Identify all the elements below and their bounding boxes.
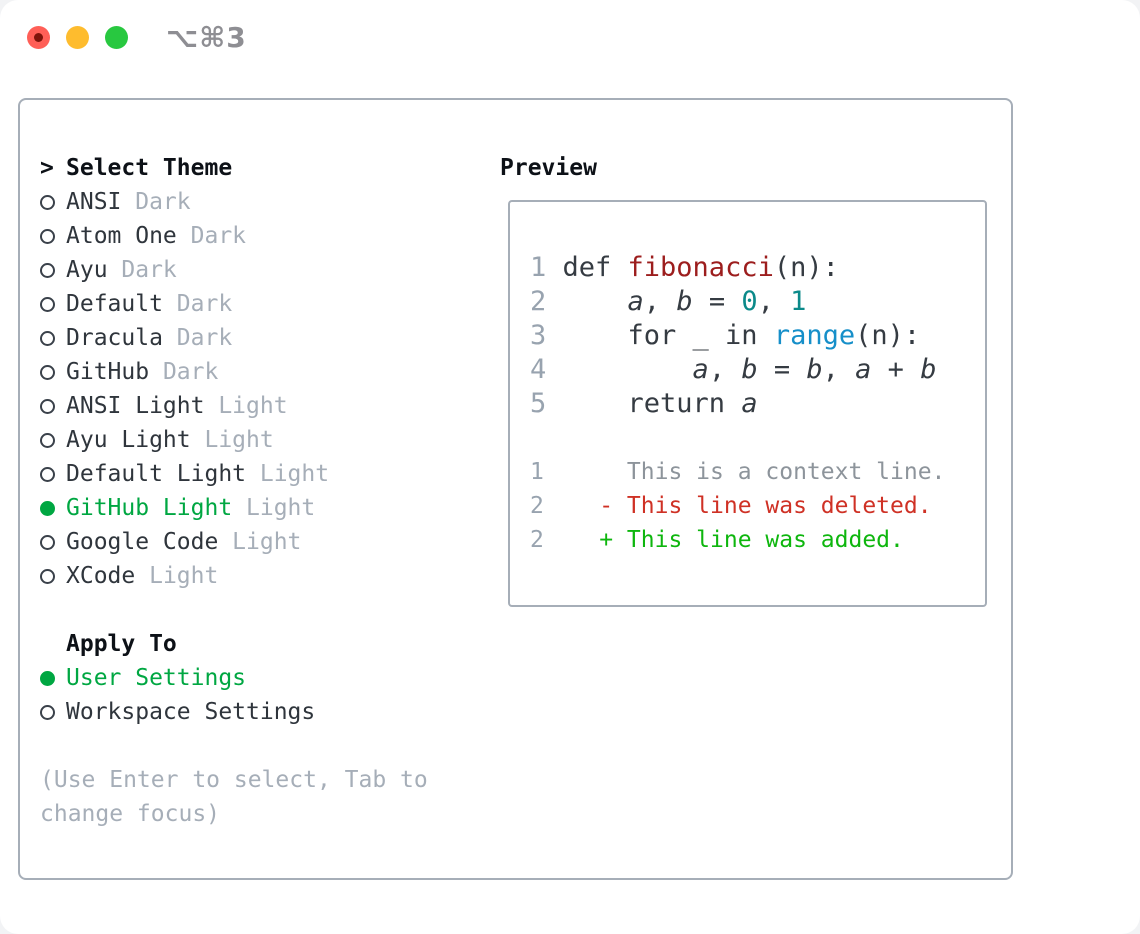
- apply-option[interactable]: Workspace Settings: [40, 695, 428, 729]
- option-label: Ayu: [66, 257, 108, 283]
- radio-icon: [40, 534, 66, 550]
- minimize-button[interactable]: [66, 26, 89, 49]
- preview-line: 4 a, b = b, a + b: [530, 354, 937, 385]
- theme-option[interactable]: Default Dark: [40, 287, 428, 321]
- option-label: Default: [66, 291, 163, 317]
- theme-picker-panel: > Select Theme ANSI Dark Atom One Dark A…: [18, 98, 1013, 880]
- radio-icon: [40, 670, 66, 686]
- option-variant: Dark: [121, 257, 177, 283]
- spacer: [40, 593, 428, 627]
- option-label: Dracula: [66, 325, 163, 351]
- spacer: [40, 729, 428, 763]
- theme-option[interactable]: Ayu Light Light: [40, 423, 428, 457]
- option-variant: Light: [149, 563, 219, 589]
- option-label: GitHub Light: [66, 495, 233, 521]
- theme-option[interactable]: ANSI Light Light: [40, 389, 428, 423]
- theme-menu: > Select Theme ANSI Dark Atom One Dark A…: [40, 151, 428, 831]
- radio-icon: [40, 704, 66, 720]
- close-button[interactable]: [27, 26, 50, 49]
- apply-option[interactable]: User Settings: [40, 661, 428, 695]
- preview-line: 2 + This line was added.: [530, 527, 904, 553]
- preview-label: Preview: [500, 155, 597, 181]
- radio-icon: [40, 466, 66, 482]
- diff-preview: 1 This is a context line. 2 - This line w…: [530, 455, 985, 557]
- radio-icon: [40, 194, 66, 210]
- theme-option[interactable]: GitHub Light Light: [40, 491, 428, 525]
- option-variant: Dark: [176, 325, 233, 351]
- window-title: ⌥⌘3: [166, 21, 247, 54]
- preview-line: 2 a, b = 0, 1: [530, 286, 807, 317]
- radio-icon: [40, 568, 66, 584]
- option-label: GitHub: [66, 359, 150, 385]
- option-label: ANSI Light: [66, 393, 205, 419]
- cursor-marker: >: [40, 155, 54, 181]
- theme-list: ANSI Dark Atom One Dark Ayu Dark Default…: [40, 185, 428, 593]
- preview-line: 1 This is a context line.: [530, 459, 946, 485]
- preview-line: 5 return a: [530, 388, 758, 419]
- theme-option[interactable]: Atom One Dark: [40, 219, 428, 253]
- select-theme-header: > Select Theme: [40, 151, 428, 185]
- option-label: ANSI: [66, 189, 122, 215]
- theme-option[interactable]: XCode Light: [40, 559, 428, 593]
- option-variant: Light: [246, 495, 316, 521]
- option-label: Atom One: [66, 223, 177, 249]
- option-label: Google Code: [66, 529, 219, 555]
- option-variant: Dark: [162, 359, 219, 385]
- theme-option[interactable]: Dracula Dark: [40, 321, 428, 355]
- radio-icon: [40, 398, 66, 414]
- option-label: Workspace Settings: [66, 699, 316, 725]
- theme-option[interactable]: GitHub Dark: [40, 355, 428, 389]
- option-variant: Light: [218, 393, 288, 419]
- apply-to-label: Apply To: [66, 631, 177, 657]
- option-label: User Settings: [66, 665, 247, 691]
- preview-line: 2 - This line was deleted.: [530, 493, 932, 519]
- option-label: Default Light: [66, 461, 247, 487]
- option-variant: Light: [232, 529, 302, 555]
- theme-option[interactable]: ANSI Dark: [40, 185, 428, 219]
- radio-icon: [40, 228, 66, 244]
- radio-icon: [40, 296, 66, 312]
- zoom-button[interactable]: [105, 26, 128, 49]
- radio-icon: [40, 364, 66, 380]
- radio-icon: [40, 262, 66, 278]
- titlebar: ⌥⌘3: [0, 0, 1140, 74]
- radio-icon: [40, 432, 66, 448]
- option-label: Ayu Light: [66, 427, 191, 453]
- radio-icon: [40, 330, 66, 346]
- option-variant: Dark: [135, 189, 191, 215]
- option-variant: Dark: [176, 291, 233, 317]
- theme-option[interactable]: Default Light Light: [40, 457, 428, 491]
- apply-to-header: Apply To: [40, 627, 428, 661]
- theme-option[interactable]: Google Code Light: [40, 525, 428, 559]
- preview-line: 3 for _ in range(n):: [530, 320, 921, 351]
- option-variant: Light: [259, 461, 330, 487]
- radio-icon: [40, 500, 66, 516]
- spacer: [530, 421, 985, 455]
- option-variant: Light: [204, 427, 274, 453]
- help-text-line1: (Use Enter to select, Tab to: [40, 767, 428, 793]
- select-theme-label: Select Theme: [66, 155, 233, 181]
- option-label: XCode: [66, 563, 136, 589]
- option-variant: Dark: [190, 223, 247, 249]
- apply-list: User Settings Workspace Settings: [40, 661, 428, 729]
- help-text-line2: change focus): [40, 801, 221, 827]
- theme-option[interactable]: Ayu Dark: [40, 253, 428, 287]
